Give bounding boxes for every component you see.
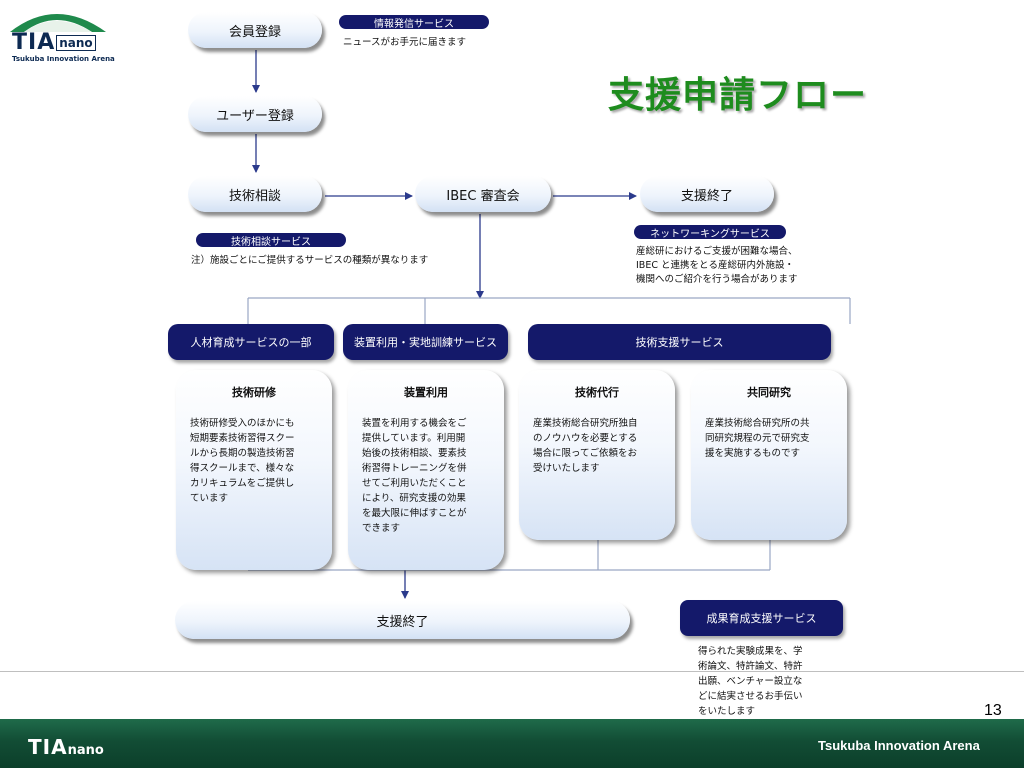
networking-service-banner: ネットワーキングサービス [634,225,786,240]
card-line: できます [362,523,401,534]
logo-subtitle: Tsukuba Innovation Arena [12,55,115,63]
equipment-training-banner: 装置利用・実地訓練サービス [343,324,508,360]
networking-line: 産総研におけるご支援が困難な場合、 [636,246,798,257]
card-line: 装置を利用する機会をご [362,418,467,429]
card-line: 術習得トレーニングを併 [362,463,467,474]
results-line: をいたします [698,706,756,717]
tech-support-banner: 技術支援サービス [528,324,831,360]
logo-arc-icon [10,14,106,32]
card-title: 装置利用 [404,386,448,399]
user-registration-box: ユーザー登録 [188,96,322,132]
card-tech-proxy: 技術代行 産業技術総合研究所独自 のノウハウを必要とする 場合に限ってご依頼をお… [519,370,675,540]
info-service-banner: 情報発信サービス [339,15,489,30]
consult-service-banner: 技術相談サービス [196,233,346,248]
card-line: カリキュラムをご提供し [190,478,295,489]
footer-brand: TIA [28,735,68,759]
card-line: せてご利用いただくこと [362,478,467,489]
footer-arena-label: Tsukuba Innovation Arena [818,738,980,753]
card-body: 産業技術総合研究所独自 のノウハウを必要とする 場合に限ってご依頼をお 受けいた… [533,416,667,476]
ibec-review-box: IBEC 審査会 [415,176,551,212]
hr-development-banner: 人材育成サービスの一部 [168,324,334,360]
card-line: ルから長期の製造技術習 [190,448,295,459]
member-registration-box: 会員登録 [188,12,322,48]
card-body: 技術研修受入のほかにも 短期要素技術習得スクー ルから長期の製造技術習 得スクー… [190,416,324,506]
card-title: 技術代行 [575,386,619,399]
card-line: 得スクールまで、様々な [190,463,295,474]
card-body: 産業技術総合研究所の共 同研究規程の元で研究支 援を実施するものです [705,416,839,461]
card-line: 場合に限ってご依頼をお [533,448,638,459]
networking-line: 機関へのご紹介を行う場合があります [636,274,798,285]
branch-lines [247,297,851,571]
footer-brand-suffix: nano [67,743,104,758]
card-line: 提供しています。利用開 [362,433,466,444]
footer-logo: TIAnano [28,735,104,759]
results-line: 得られた実験成果を、学 [698,646,803,657]
logo-brand-suffix: nano [56,35,96,51]
card-line: を最大限に伸ばすことが [362,508,467,519]
results-line: どに結実させるお手伝い [698,691,803,702]
results-line: 出願、ベンチャー設立な [698,676,803,687]
slide-title: 支援申請フロー [608,75,868,116]
card-line: 産業技術総合研究所の共 [705,418,810,429]
support-end-top-box: 支援終了 [640,176,774,212]
card-line: により、研究支援の効果 [362,493,466,504]
networking-service-desc: 産総研におけるご支援が困難な場合、 IBEC と連携をとる産総研内外施設・ 機関… [636,245,798,287]
card-title: 技術研修 [232,386,276,399]
support-end-bottom-box: 支援終了 [175,601,630,639]
logo-brand: TIA [12,30,56,55]
card-joint-research: 共同研究 産業技術総合研究所の共 同研究規程の元で研究支 援を実施するものです [691,370,847,540]
consult-service-note: 注）施設ごとにご提供するサービスの種類が異なります [191,255,429,266]
card-line: 短期要素技術習得スクー [190,433,295,444]
page-number: 13 [984,702,1002,719]
card-title: 共同研究 [747,386,791,399]
card-line: 技術研修受入のほかにも [190,418,295,429]
results-service-desc: 得られた実験成果を、学 術論文、特許論文、特許 出願、ベンチャー設立な どに結実… [698,644,803,719]
card-tech-training: 技術研修 技術研修受入のほかにも 短期要素技術習得スクー ルから長期の製造技術習… [176,370,332,570]
results-service-banner: 成果育成支援サービス [680,600,843,636]
card-line: 同研究規程の元で研究支 [705,433,810,444]
results-line: 術論文、特許論文、特許 [698,661,803,672]
card-line: のノウハウを必要とする [533,433,638,444]
footer-divider [0,671,1024,672]
card-body: 装置を利用する機会をご 提供しています。利用開 始後の技術相談、要素技 術習得ト… [362,416,496,536]
card-line: 始後の技術相談、要素技 [362,448,467,459]
card-line: 産業技術総合研究所独自 [533,418,638,429]
networking-line: IBEC と連携をとる産総研内外施設・ [636,260,794,271]
card-equipment-use: 装置利用 装置を利用する機会をご 提供しています。利用開 始後の技術相談、要素技… [348,370,504,570]
tech-consultation-box: 技術相談 [188,176,322,212]
card-line: ています [190,493,229,504]
card-line: 受けいたします [533,463,600,474]
card-line: 援を実施するものです [705,448,801,459]
info-service-desc: ニュースがお手元に届きます [343,37,467,48]
footer-band [0,719,1024,768]
